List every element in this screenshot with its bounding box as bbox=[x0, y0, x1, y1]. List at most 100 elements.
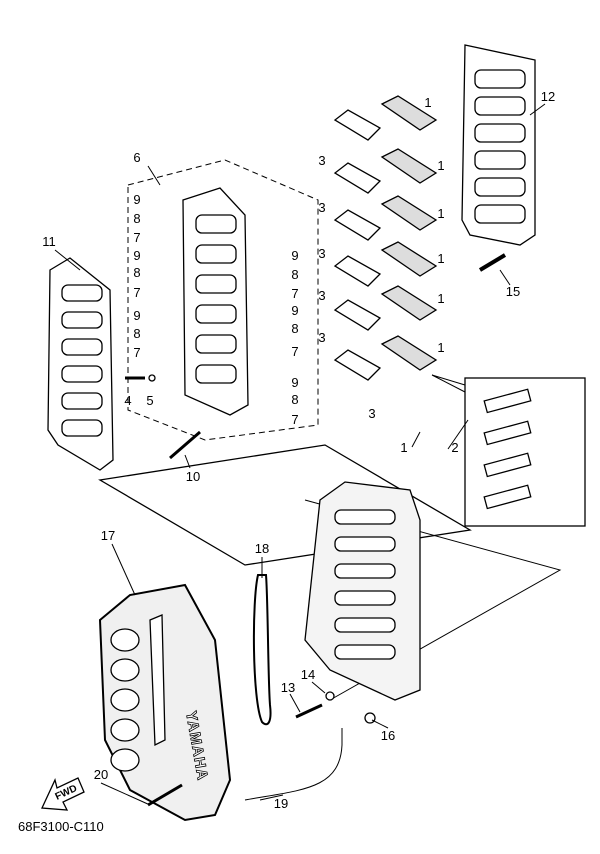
leader-line bbox=[411, 431, 421, 448]
gasket-3 bbox=[333, 299, 382, 331]
label-3: 3 bbox=[318, 330, 325, 345]
housing-port bbox=[334, 590, 396, 606]
reed-valve-1 bbox=[380, 335, 438, 371]
gasket-slot bbox=[474, 96, 526, 116]
reed-detail-part bbox=[483, 420, 532, 446]
gasket-slot bbox=[61, 419, 103, 437]
intake-housing bbox=[304, 481, 421, 701]
label-9: 9 bbox=[133, 308, 140, 323]
label-1: 1 bbox=[424, 95, 431, 110]
assembly-outline bbox=[98, 444, 472, 566]
silencer-lobe bbox=[110, 688, 140, 712]
leader-line bbox=[111, 543, 136, 596]
manifold-plate bbox=[182, 187, 249, 416]
leader-line bbox=[529, 103, 546, 116]
gasket-3 bbox=[333, 109, 382, 141]
label-10: 10 bbox=[186, 469, 200, 484]
reed-detail-part bbox=[483, 484, 532, 510]
gasket-11 bbox=[47, 257, 114, 471]
label-8: 8 bbox=[133, 211, 140, 226]
label-3: 3 bbox=[318, 200, 325, 215]
silencer-lobe bbox=[110, 748, 140, 772]
label-11: 11 bbox=[42, 234, 56, 249]
gasket-slot bbox=[474, 177, 526, 197]
seal-18 bbox=[252, 574, 272, 726]
leader-line bbox=[184, 454, 191, 469]
label-12: 12 bbox=[541, 89, 555, 104]
label-15: 15 bbox=[506, 284, 520, 299]
label-3: 3 bbox=[318, 246, 325, 261]
reed-detail-part bbox=[483, 388, 532, 414]
manifold-assy-box bbox=[127, 159, 319, 441]
silencer-lobe bbox=[110, 718, 140, 742]
label-9: 9 bbox=[291, 303, 298, 318]
reed-valve-1 bbox=[380, 148, 438, 184]
leader-line bbox=[447, 419, 469, 450]
gasket-3 bbox=[333, 209, 382, 241]
reed-valve-1 bbox=[380, 95, 438, 131]
washer-5 bbox=[148, 374, 156, 382]
label-6: 6 bbox=[133, 150, 140, 165]
housing-port bbox=[334, 509, 396, 525]
leader-line bbox=[147, 165, 161, 186]
label-19: 19 bbox=[274, 796, 288, 811]
reed-detail-part bbox=[483, 452, 532, 478]
bolt-20 bbox=[147, 783, 183, 807]
label-2: 2 bbox=[451, 440, 458, 455]
bolt-10 bbox=[169, 430, 201, 460]
reed-detail-box bbox=[464, 377, 586, 527]
housing-port bbox=[334, 644, 396, 660]
label-1: 1 bbox=[437, 340, 444, 355]
silencer-lobe bbox=[110, 658, 140, 682]
label-3: 3 bbox=[318, 153, 325, 168]
manifold-port bbox=[195, 214, 237, 234]
manifold-port bbox=[195, 334, 237, 354]
gasket-slot bbox=[61, 365, 103, 383]
diagram-code: 68F3100-C110 bbox=[18, 819, 104, 834]
label-7: 7 bbox=[291, 412, 298, 427]
reed-valve-1 bbox=[380, 195, 438, 231]
bolt-13 bbox=[295, 703, 323, 719]
manifold-port bbox=[195, 364, 237, 384]
gasket-slot bbox=[474, 150, 526, 170]
reed-valve-1 bbox=[380, 285, 438, 321]
label-8: 8 bbox=[291, 267, 298, 282]
label-3: 3 bbox=[318, 288, 325, 303]
manifold-port bbox=[195, 274, 237, 294]
hose-19 bbox=[244, 728, 343, 801]
stud-15 bbox=[478, 253, 507, 272]
label-14: 14 bbox=[301, 667, 315, 682]
gasket-slot bbox=[474, 204, 526, 224]
silencer-lobe bbox=[110, 628, 140, 652]
label-3: 3 bbox=[368, 406, 375, 421]
label-8: 8 bbox=[133, 265, 140, 280]
label-8: 8 bbox=[291, 392, 298, 407]
housing-port bbox=[334, 563, 396, 579]
gasket-12 bbox=[461, 44, 536, 246]
label-7: 7 bbox=[133, 285, 140, 300]
gasket-3 bbox=[333, 255, 382, 287]
leader-line bbox=[259, 794, 284, 801]
label-9: 9 bbox=[291, 248, 298, 263]
leader-line bbox=[371, 719, 389, 729]
label-1: 1 bbox=[437, 291, 444, 306]
label-13: 13 bbox=[281, 680, 295, 695]
label-1: 1 bbox=[437, 206, 444, 221]
label-7: 7 bbox=[133, 345, 140, 360]
label-1: 1 bbox=[437, 158, 444, 173]
leader-line bbox=[289, 693, 301, 713]
leader-line bbox=[499, 269, 511, 286]
label-7: 7 bbox=[291, 344, 298, 359]
gasket-slot bbox=[61, 284, 103, 302]
label-8: 8 bbox=[133, 326, 140, 341]
gasket-slot bbox=[61, 392, 103, 410]
label-17: 17 bbox=[101, 528, 115, 543]
gasket-3 bbox=[333, 162, 382, 194]
label-20: 20 bbox=[94, 767, 108, 782]
leader-line bbox=[311, 681, 326, 694]
leader-line bbox=[100, 782, 151, 806]
reed-valve-1 bbox=[380, 241, 438, 277]
washer-14 bbox=[325, 691, 335, 701]
